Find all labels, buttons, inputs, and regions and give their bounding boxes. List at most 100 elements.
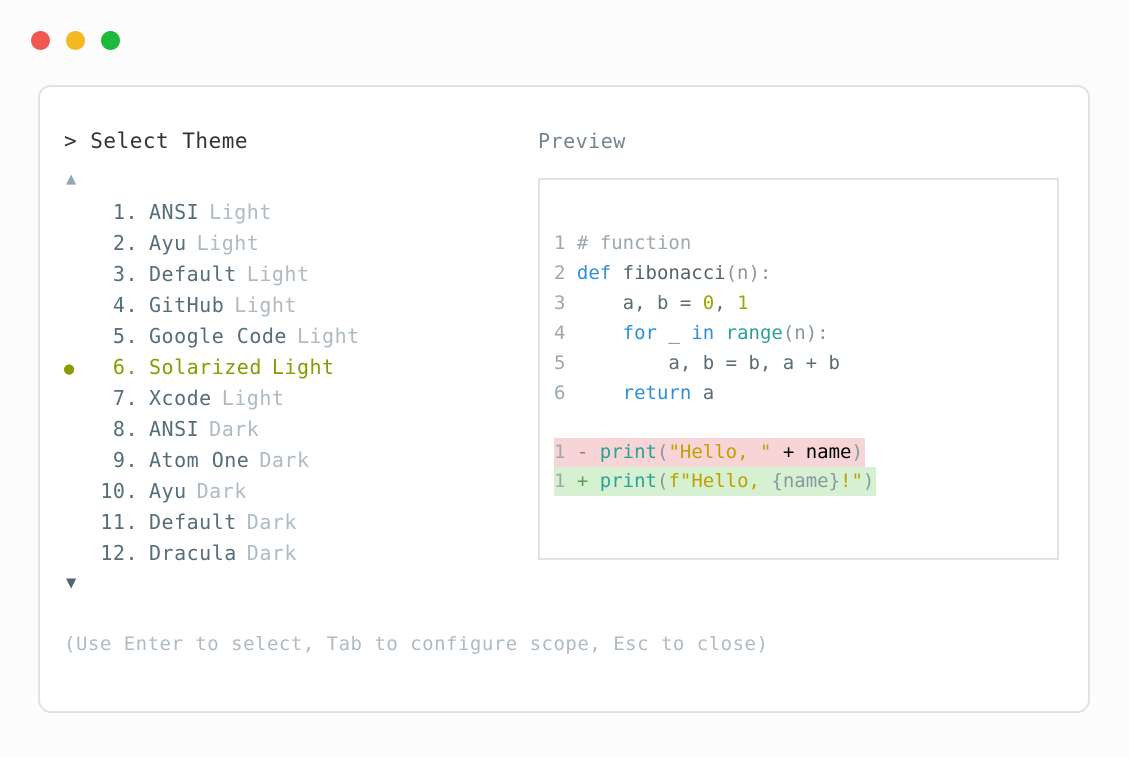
window-maximize-button[interactable] xyxy=(101,31,120,50)
code-token: in xyxy=(691,322,715,344)
theme-item-name: Default xyxy=(149,262,237,286)
code-token: a xyxy=(691,382,715,404)
theme-list-item[interactable]: 4. GitHub Light xyxy=(64,290,524,321)
theme-item-name: Dracula xyxy=(149,541,237,565)
theme-item-number: 10. xyxy=(100,479,138,503)
theme-item-number: 6. xyxy=(112,355,138,379)
code-line: 4 for _ in range(n): xyxy=(554,318,1057,348)
code-token: for xyxy=(622,322,657,344)
line-number: 1 xyxy=(554,470,577,492)
code-token: !" xyxy=(840,470,863,492)
code-token: fibonacci xyxy=(622,262,726,284)
code-token xyxy=(714,322,725,344)
code-token: print xyxy=(599,441,657,463)
theme-item-number: 11. xyxy=(100,510,138,534)
code-token: # function xyxy=(576,232,692,254)
code-token: (n): xyxy=(725,262,772,284)
theme-item-number: 3. xyxy=(112,262,138,286)
code-line: 1 # function xyxy=(554,228,1057,258)
theme-item-number: 8. xyxy=(112,417,138,441)
bullet-placeholder xyxy=(64,385,90,416)
bullet-placeholder xyxy=(64,509,90,540)
code-token: + name xyxy=(771,441,852,463)
code-token: ( xyxy=(656,470,669,492)
theme-item-number: 2. xyxy=(112,231,138,255)
code-token: def xyxy=(576,262,623,284)
code-line: 2 def fibonacci(n): xyxy=(554,258,1057,288)
theme-item-variant: Light xyxy=(271,355,335,379)
code-token xyxy=(577,322,623,344)
diff-removed-line: 1 - print("Hello, " + name) xyxy=(554,438,865,467)
theme-item-number: 1. xyxy=(112,200,138,224)
code-line: 3 a, b = 0, 1 xyxy=(554,288,1057,318)
code-token: a, b = xyxy=(576,292,703,314)
code-token: (n): xyxy=(782,322,829,344)
theme-item-variant: Dark xyxy=(246,510,297,534)
line-number: 1 xyxy=(554,232,577,254)
theme-list-item[interactable]: 10. Ayu Dark xyxy=(64,476,524,507)
theme-item-variant: Dark xyxy=(196,479,247,503)
theme-item-name: Xcode xyxy=(149,386,212,410)
theme-item-name: ANSI xyxy=(149,417,200,441)
theme-item-name: Ayu xyxy=(149,479,187,503)
theme-list-item[interactable]: 11. Default Dark xyxy=(64,507,524,538)
theme-item-name: Solarized xyxy=(149,355,262,379)
select-theme-prompt: > Select Theme xyxy=(64,129,249,153)
theme-list-item[interactable]: 3. Default Light xyxy=(64,259,524,290)
bullet-placeholder xyxy=(64,416,90,447)
bullet-placeholder xyxy=(64,478,90,509)
line-number: 3 xyxy=(554,292,577,314)
diff-added-line: 1 + print(f"Hello, {name}!") xyxy=(554,467,877,496)
theme-item-name: GitHub xyxy=(149,293,225,317)
line-number: 5 xyxy=(554,352,577,374)
code-token: , xyxy=(714,292,738,314)
preview-label: Preview xyxy=(538,129,626,153)
window-titlebar xyxy=(31,31,120,50)
theme-list-item[interactable]: 1. ANSI Light xyxy=(64,197,524,228)
theme-list-item[interactable]: 2. Ayu Light xyxy=(64,228,524,259)
keyboard-hint: (Use Enter to select, Tab to configure s… xyxy=(64,633,769,655)
code-token: 0 xyxy=(702,292,715,314)
theme-item-variant: Light xyxy=(246,262,310,286)
theme-item-name: Default xyxy=(149,510,237,534)
theme-item-variant: Light xyxy=(209,200,272,224)
code-token: return xyxy=(622,382,692,404)
theme-item-variant: Light xyxy=(196,231,260,255)
theme-item-name: ANSI xyxy=(149,200,200,224)
bullet-placeholder xyxy=(64,199,90,230)
diff-line-wrapper: 1 - print("Hello, " + name) xyxy=(554,438,1057,467)
scroll-up-icon[interactable]: ▲ xyxy=(66,169,77,189)
bullet-placeholder xyxy=(64,230,90,261)
code-token: 1 xyxy=(737,292,749,314)
theme-item-name: Ayu xyxy=(149,231,187,255)
theme-item-number: 9. xyxy=(112,448,138,472)
theme-item-variant: Dark xyxy=(246,541,297,565)
window-minimize-button[interactable] xyxy=(66,31,85,50)
code-token: range xyxy=(725,322,783,344)
diff-minus-marker: - xyxy=(576,441,600,463)
code-token: f"Hello, xyxy=(668,470,772,492)
theme-item-variant: Light xyxy=(234,293,297,317)
diff-sample: 1 - print("Hello, " + name)1 + print(f"H… xyxy=(554,438,1057,496)
scroll-down-icon[interactable]: ▼ xyxy=(66,573,77,593)
theme-item-number: 4. xyxy=(112,293,138,317)
code-token: a, b = b, a + b xyxy=(576,352,840,374)
code-token: ) xyxy=(851,441,863,463)
diff-line-wrapper: 1 + print(f"Hello, {name}!") xyxy=(554,467,1057,496)
bullet-placeholder xyxy=(64,447,90,478)
line-number: 4 xyxy=(554,322,577,344)
code-token: print xyxy=(599,470,657,492)
code-line: 6 return a xyxy=(554,378,1057,408)
line-number: 6 xyxy=(554,382,577,404)
window-close-button[interactable] xyxy=(31,31,50,50)
